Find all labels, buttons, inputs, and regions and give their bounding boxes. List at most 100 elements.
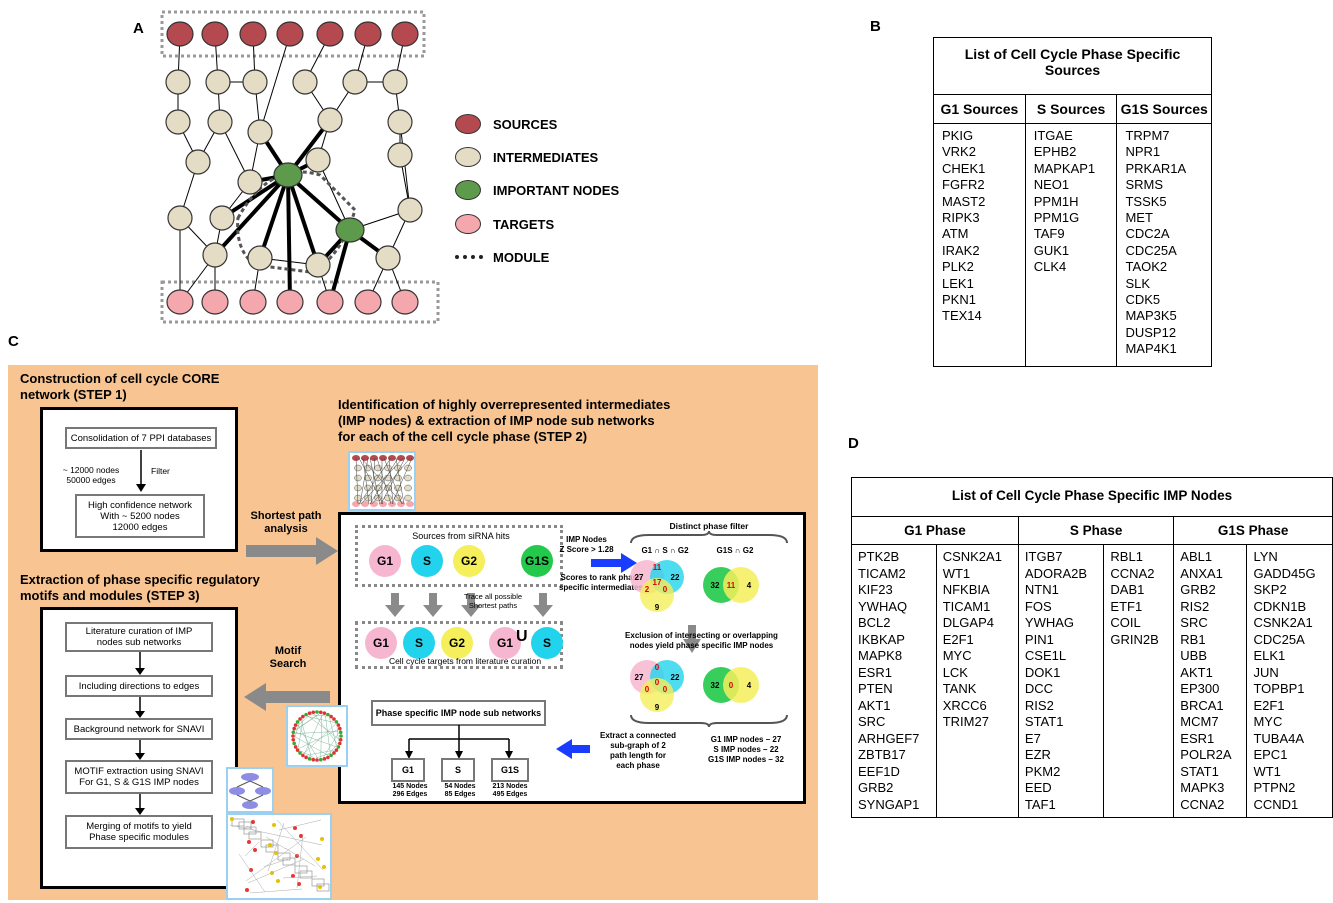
legend-label: MODULE [493, 249, 550, 265]
imp-gene: UBB [1180, 648, 1208, 663]
sources-dashed-box [355, 525, 563, 587]
network-node [316, 289, 344, 315]
legend-swatch [455, 114, 481, 134]
imp-gene: PTEN [858, 681, 893, 696]
step3-box-2: Including directions to edges [65, 675, 213, 697]
venn-count: 0 [663, 585, 668, 594]
imp-gene: PTK2B [858, 549, 900, 564]
sources-table: List of Cell Cycle Phase Specific Source… [933, 37, 1212, 367]
imp-gene: GRB2 [858, 780, 894, 795]
imp-gene: CSNK2A1 [1253, 615, 1313, 630]
source-gene: MAP3K5 [1125, 308, 1177, 324]
filter-arrow [136, 450, 146, 492]
imp-header-g1: G1 Phase [851, 516, 1019, 545]
network-node [239, 21, 267, 47]
network-node [166, 289, 194, 315]
imp-gene: ZBTB17 [858, 747, 906, 762]
source-gene: PLK2 [942, 259, 974, 275]
consolidation-box: Consolidation of 7 PPI databases [65, 427, 217, 449]
source-gene: TAOK2 [1125, 259, 1168, 275]
venn-count: 22 [671, 673, 680, 682]
imp-gene: POLR2A [1180, 747, 1232, 762]
venn-count: 0 [645, 685, 650, 694]
imp-gene: ANXA1 [1180, 565, 1223, 581]
source-gene: CDC25A [1125, 242, 1177, 258]
step3-box-4: MOTIF extraction using SNAVI For G1, S &… [65, 760, 213, 794]
imp-gene: MAPK3 [1180, 780, 1225, 795]
flow-arrow [135, 697, 145, 718]
subnet-box-s: S [441, 758, 475, 782]
step2-title: Identification of highly overrepresented… [338, 397, 671, 444]
source-gene: MAP4K1 [1125, 341, 1177, 357]
imp-gene: ABL1 [1180, 549, 1213, 564]
network-node [165, 69, 191, 95]
motif-thumbnail [226, 767, 274, 813]
source-gene: PKN1 [942, 292, 976, 308]
imp-gene: E2F1 [1253, 697, 1285, 713]
legend-label: TARGETS [493, 216, 555, 232]
sources-table-title: List of Cell Cycle Phase Specific Source… [933, 37, 1212, 95]
brace-bottom [630, 714, 788, 727]
network-node [202, 242, 228, 268]
step3-box-1: Literature curation of IMP nodes sub net… [65, 622, 213, 652]
network-node [276, 21, 304, 47]
imp-counts-label: G1 IMP nodes – 27 S IMP nodes – 22 G1S I… [708, 735, 784, 764]
sources-siRNA-label: Sources from siRNA hits [412, 531, 510, 541]
step1-box: Consolidation of 7 PPI databases ~ 12000… [40, 407, 238, 552]
source-gene: PKIG [942, 128, 974, 143]
venn-count: 27 [635, 673, 644, 682]
sources-header-g1: G1 Sources [933, 94, 1026, 124]
blue-arrow-left [556, 739, 590, 759]
imp-gene: PKM2 [1024, 763, 1061, 779]
imp-gene: CCND1 [1253, 796, 1299, 812]
imp-gene: EZR [1024, 747, 1051, 762]
source-gene: VRK2 [942, 144, 976, 160]
legend-item: MODULE [455, 246, 549, 268]
imp-gene: RB1 [1180, 631, 1206, 647]
venn1-title: G1 ∩ S ∩ G2 [641, 546, 689, 555]
legend-swatch [455, 147, 481, 167]
imp-gene: MYC [942, 648, 972, 663]
source-gene: CHEK1 [942, 160, 986, 176]
source-gene: GUK1 [1033, 242, 1070, 258]
phase-circle-s: S [403, 627, 435, 659]
imp-gene: KIF23 [858, 582, 893, 597]
network-node [397, 197, 423, 223]
imp-gene: EEF1D [858, 763, 900, 779]
phase-circle-s: S [411, 545, 443, 577]
imp-gene: ESR1 [1180, 730, 1215, 746]
imp-gene: FOS [1024, 598, 1052, 614]
imp-gene: TANK [942, 681, 977, 696]
imp-gene: STAT1 [1180, 763, 1219, 779]
imp-gene: CCNA2 [1110, 565, 1155, 581]
venn-count: 32 [711, 681, 720, 690]
sources-header-s: S Sources [1024, 94, 1118, 124]
step3-box-3: Background network for SNAVI [65, 718, 213, 740]
source-gene: PRKAR1A [1125, 160, 1187, 176]
imp-gene: ADORA2B [1024, 565, 1088, 581]
network-node [242, 69, 268, 95]
imp-gene: WT1 [942, 565, 971, 581]
imp-table-title: List of Cell Cycle Phase Specific IMP No… [851, 477, 1333, 517]
imp-gene: CSE1L [1024, 648, 1067, 663]
network-node [273, 162, 303, 188]
imp-gene: ELK1 [1253, 648, 1286, 663]
network-node [247, 119, 273, 145]
imp-gene: E2F1 [942, 631, 974, 647]
panel-label-b: B [870, 18, 881, 35]
trace-label: Trace all possible Shortest paths [463, 592, 523, 610]
panel-label-a: A [133, 20, 144, 37]
source-gene: CDC2A [1125, 226, 1170, 242]
source-gene: TEX14 [942, 308, 982, 324]
imp-gene: TRIM27 [942, 714, 989, 729]
imp-gene: NTN1 [1024, 582, 1059, 597]
phase-circle-g2: G2 [453, 545, 485, 577]
network-node [317, 107, 343, 133]
source-gene: NEO1 [1033, 177, 1070, 193]
imp-header-s: S Phase [1017, 516, 1175, 545]
imp-gene: MCM7 [1180, 714, 1219, 729]
